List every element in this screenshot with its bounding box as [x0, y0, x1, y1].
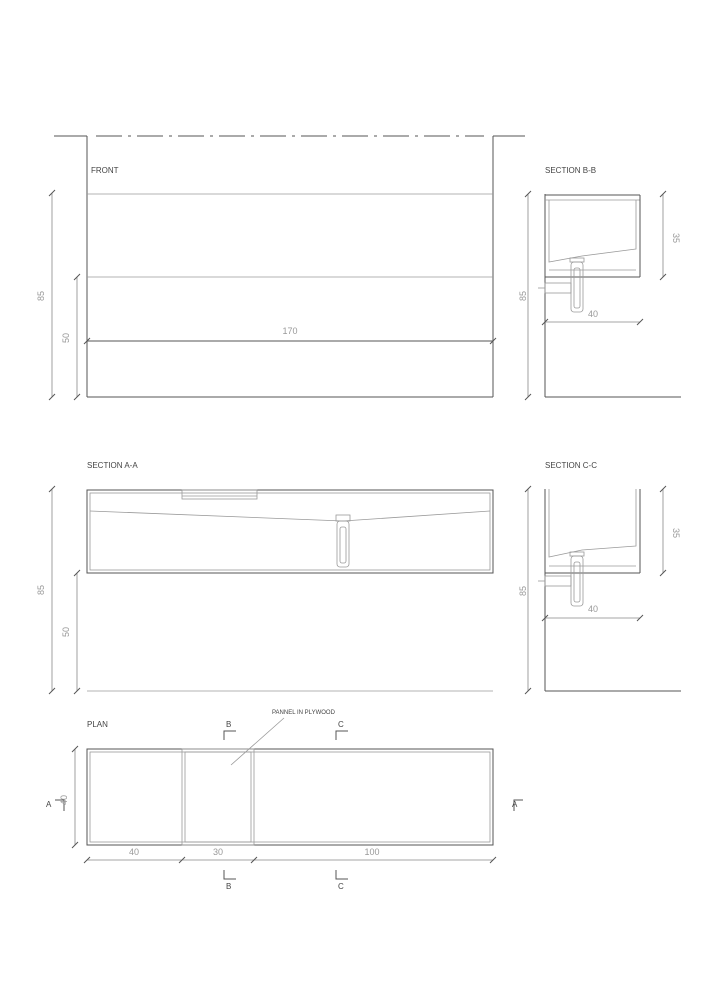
- cut-a-left-label: A: [46, 800, 52, 809]
- cc-siphon: [570, 555, 584, 607]
- front-height-value: 85: [36, 291, 46, 301]
- cut-marker-c-bottom: [335, 870, 348, 880]
- front-width-value: 170: [282, 326, 297, 336]
- plan-segment-left-value: 40: [129, 847, 139, 857]
- cut-c-top-label: C: [338, 720, 344, 729]
- cc-drain-cap: [569, 551, 585, 557]
- plan-counter-outline: [86, 748, 494, 846]
- cut-marker-a-right: [513, 799, 523, 811]
- cut-b-bottom-label: B: [226, 882, 231, 891]
- aa-drain-cap: [335, 514, 351, 522]
- cut-marker-a-left: [55, 799, 65, 811]
- plan-segment-right-value: 100: [364, 847, 379, 857]
- section-cc: SECTION C-C 35 85 40: [518, 461, 681, 695]
- plan-label: PLAN: [87, 720, 108, 729]
- aa-siphon: [336, 520, 350, 568]
- cut-marker-b-top: [223, 730, 236, 740]
- plan-segment-mid-value: 30: [213, 847, 223, 857]
- cut-marker-b-bottom: [223, 870, 236, 880]
- plan-plywood-panel: [181, 748, 255, 846]
- front-label: FRONT: [91, 166, 119, 175]
- bb-siphon: [570, 261, 584, 313]
- plywood-leader-line: [230, 717, 285, 766]
- aa-basin-slope: [89, 510, 491, 522]
- cc-depth-value: 40: [588, 604, 598, 614]
- section-aa-label: SECTION A-A: [87, 461, 138, 470]
- cut-marker-c-top: [335, 730, 348, 740]
- section-bb: SECTION B-B 35 85 40: [518, 166, 681, 401]
- plan-view: PLAN PANNEL IN PLYWOOD B B C C A A 40 4: [46, 710, 523, 891]
- cc-waste-pipe: [544, 575, 572, 587]
- section-bb-label: SECTION B-B: [545, 166, 596, 175]
- bb-basin-value: 35: [671, 233, 681, 243]
- bb-depth-value: 40: [588, 309, 598, 319]
- section-cc-label: SECTION C-C: [545, 461, 597, 470]
- aa-counter-box: [86, 489, 494, 574]
- aa-plywood-panel: [181, 489, 258, 500]
- cut-c-bottom-label: C: [338, 882, 344, 891]
- plan-depth-value: 40: [59, 795, 69, 805]
- cut-b-top-label: B: [226, 720, 231, 729]
- cc-height-value: 85: [518, 586, 528, 596]
- aa-height-value: 85: [36, 585, 46, 595]
- cc-basin: [548, 489, 637, 558]
- aa-counter-value: 50: [61, 627, 71, 637]
- front-counter-value: 50: [61, 333, 71, 343]
- bb-waste-pipe: [544, 282, 572, 294]
- cc-basin-value: 35: [671, 528, 681, 538]
- bb-drain-cap: [569, 257, 585, 263]
- front-view: 170 FRONT 85 50: [36, 135, 525, 401]
- bb-height-value: 85: [518, 291, 528, 301]
- bb-basin: [548, 200, 637, 263]
- plywood-note: PANNEL IN PLYWOOD: [272, 710, 336, 716]
- section-aa: SECTION A-A 85 50: [36, 461, 494, 695]
- cut-a-right-label: A: [512, 800, 518, 809]
